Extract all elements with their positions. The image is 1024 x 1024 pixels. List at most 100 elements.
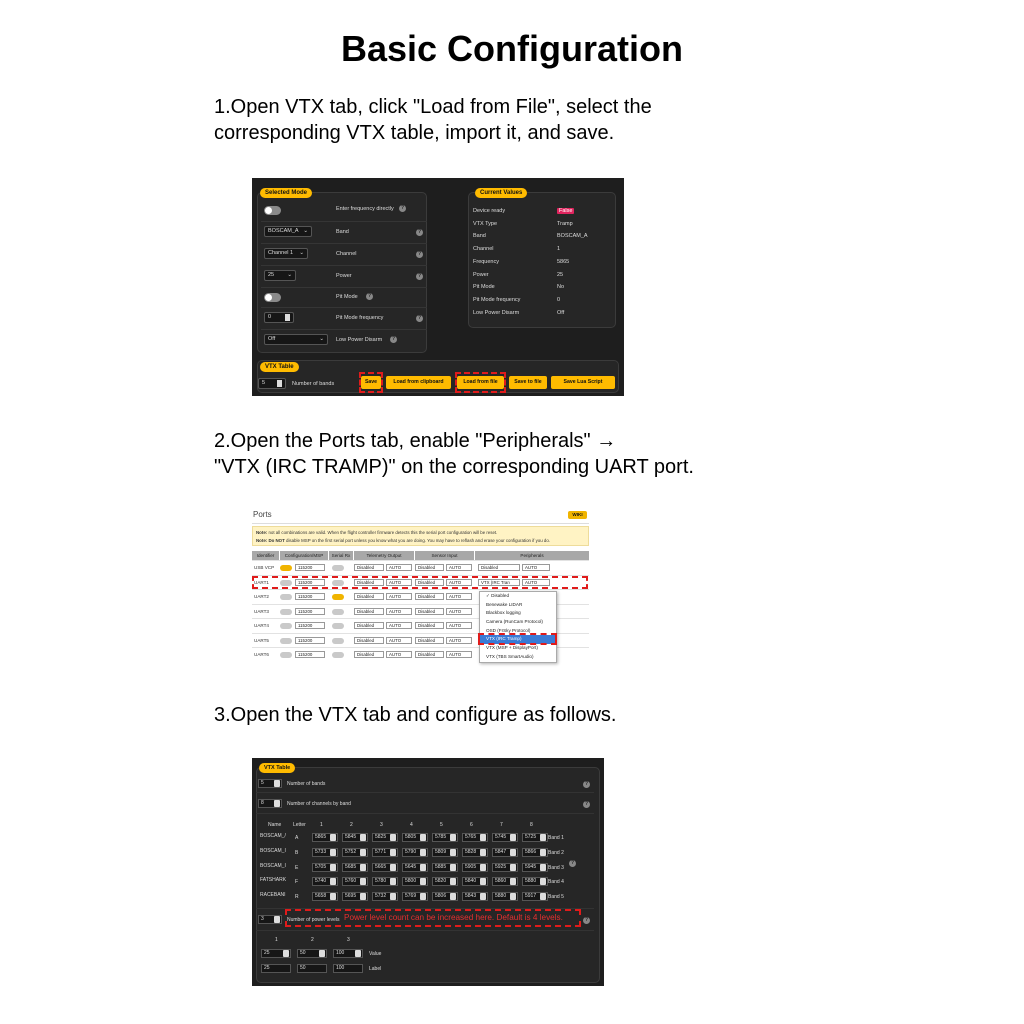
spinner-icon[interactable] (420, 834, 426, 841)
frequency-input[interactable]: 5828 (462, 847, 488, 857)
frequency-input[interactable]: 5705 (312, 862, 338, 872)
frequency-input[interactable]: 5885 (432, 862, 458, 872)
frequency-input[interactable]: 5760 (342, 877, 368, 887)
save-lua-script-button[interactable]: Save Lua Script (551, 376, 615, 389)
frequency-input[interactable]: 5805 (402, 833, 428, 842)
telemetry-baud-select[interactable]: AUTO (386, 564, 412, 571)
sensor-select[interactable]: Disabled (415, 651, 444, 658)
peripherals-baud-select[interactable]: AUTO (522, 578, 550, 586)
peripherals-select[interactable]: VTX (IRC Tran (478, 578, 520, 586)
telemetry-select[interactable]: Disabled (354, 651, 384, 658)
telemetry-baud-select[interactable]: AUTO (386, 593, 412, 600)
load-from-clipboard-button[interactable]: Load from clipboard (386, 376, 451, 389)
frequency-input[interactable]: 5843 (462, 892, 488, 902)
frequency-input[interactable]: 5945 (522, 862, 548, 872)
telemetry-baud-select[interactable]: AUTO (386, 622, 412, 629)
frequency-input[interactable]: 5765 (462, 833, 488, 842)
sensor-baud-select[interactable]: AUTO (446, 593, 472, 600)
dropdown-option[interactable]: Benewake LIDAR (486, 601, 523, 607)
spinner-icon[interactable] (510, 863, 516, 871)
spinner-icon[interactable] (450, 848, 456, 856)
frequency-input[interactable]: 5769 (402, 892, 428, 902)
spinner-icon[interactable] (450, 893, 456, 901)
spinner-icon[interactable] (360, 863, 366, 871)
help-icon[interactable] (399, 205, 406, 212)
frequency-input[interactable]: 5658 (312, 892, 338, 902)
telemetry-select[interactable]: Disabled (354, 622, 384, 629)
spinner-icon[interactable] (420, 848, 426, 856)
spinner-icon[interactable] (540, 834, 546, 841)
dropdown-option[interactable]: VTX (IRC Tramp) (480, 635, 556, 645)
baud-select[interactable]: 115200 (295, 651, 325, 658)
frequency-input[interactable]: 5740 (312, 877, 338, 887)
sensor-baud-select[interactable]: AUTO (446, 564, 472, 571)
number-of-bands-input[interactable]: 5 (258, 779, 282, 788)
frequency-input[interactable]: 5665 (372, 862, 398, 872)
frequency-input[interactable]: 5745 (492, 833, 518, 842)
sensor-select[interactable]: Disabled (415, 578, 444, 586)
frequency-input[interactable]: 5685 (342, 862, 368, 872)
frequency-input[interactable]: 5925 (492, 862, 518, 872)
spinner-icon[interactable] (330, 848, 336, 856)
spinner-icon[interactable] (390, 834, 396, 841)
spinner-icon[interactable] (510, 878, 516, 886)
serial-rx-toggle[interactable] (332, 565, 344, 571)
frequency-input[interactable]: 5785 (432, 833, 458, 842)
band-select[interactable]: BOSCAM_A⌄ (264, 226, 312, 237)
help-icon[interactable] (583, 917, 590, 924)
telemetry-baud-select[interactable]: AUTO (386, 578, 412, 586)
sensor-baud-select[interactable]: AUTO (446, 622, 472, 629)
baud-select[interactable]: 115200 (295, 564, 325, 571)
baud-select[interactable]: 115200 (295, 636, 325, 644)
dropdown-option[interactable]: ✓ Disabled (486, 593, 510, 598)
power-label-input[interactable]: 100 (333, 964, 363, 973)
baud-select[interactable]: 115200 (295, 607, 325, 615)
telemetry-baud-select[interactable]: AUTO (386, 651, 412, 658)
power-value-input[interactable]: 50 (297, 949, 327, 958)
frequency-input[interactable]: 5865 (312, 833, 338, 842)
power-label-input[interactable]: 50 (297, 964, 327, 973)
sensor-select[interactable]: Disabled (415, 593, 444, 600)
spinner-icon[interactable] (390, 848, 396, 856)
spinner-icon[interactable] (450, 863, 456, 871)
sensor-baud-select[interactable]: AUTO (446, 578, 472, 586)
spinner-icon[interactable] (390, 893, 396, 901)
spinner-icon[interactable] (540, 893, 546, 901)
frequency-input[interactable]: 5880 (492, 892, 518, 902)
spinner-icon[interactable] (283, 950, 289, 957)
serial-rx-toggle[interactable] (332, 594, 344, 600)
spinner-icon[interactable] (480, 848, 486, 856)
help-icon[interactable] (366, 293, 373, 300)
spinner-icon[interactable] (480, 863, 486, 871)
help-icon[interactable] (416, 229, 423, 236)
save-to-file-button[interactable]: Save to file (509, 376, 547, 389)
frequency-input[interactable]: 5790 (402, 847, 428, 857)
load-from-file-button[interactable]: Load from file (457, 376, 504, 389)
frequency-input[interactable]: 5880 (522, 877, 548, 887)
telemetry-select[interactable]: Disabled (354, 578, 384, 586)
telemetry-select[interactable]: Disabled (354, 607, 384, 615)
spinner-icon[interactable] (510, 848, 516, 856)
serial-rx-toggle[interactable] (332, 637, 344, 644)
telemetry-select[interactable]: Disabled (354, 564, 384, 571)
spinner-icon[interactable] (420, 878, 426, 886)
spinner-icon[interactable] (540, 878, 546, 886)
channel-select[interactable]: Channel 1⌄ (264, 248, 308, 259)
spinner-icon[interactable] (360, 834, 366, 841)
frequency-input[interactable]: 5732 (372, 892, 398, 902)
frequency-input[interactable]: 5860 (492, 877, 518, 887)
frequency-input[interactable]: 5752 (342, 847, 368, 857)
spinner-icon[interactable] (355, 950, 361, 957)
spinner-icon[interactable] (420, 893, 426, 901)
pit-mode-toggle[interactable] (264, 293, 281, 302)
band-name-input[interactable]: BOSCAM_I (260, 862, 286, 869)
msp-toggle[interactable] (280, 565, 292, 571)
frequency-input[interactable]: 5780 (372, 877, 398, 887)
help-icon[interactable] (390, 336, 397, 343)
sensor-baud-select[interactable]: AUTO (446, 607, 472, 615)
help-icon[interactable] (416, 315, 423, 322)
spinner-icon[interactable] (480, 878, 486, 886)
help-icon[interactable] (416, 273, 423, 280)
frequency-input[interactable]: 5771 (372, 847, 398, 857)
